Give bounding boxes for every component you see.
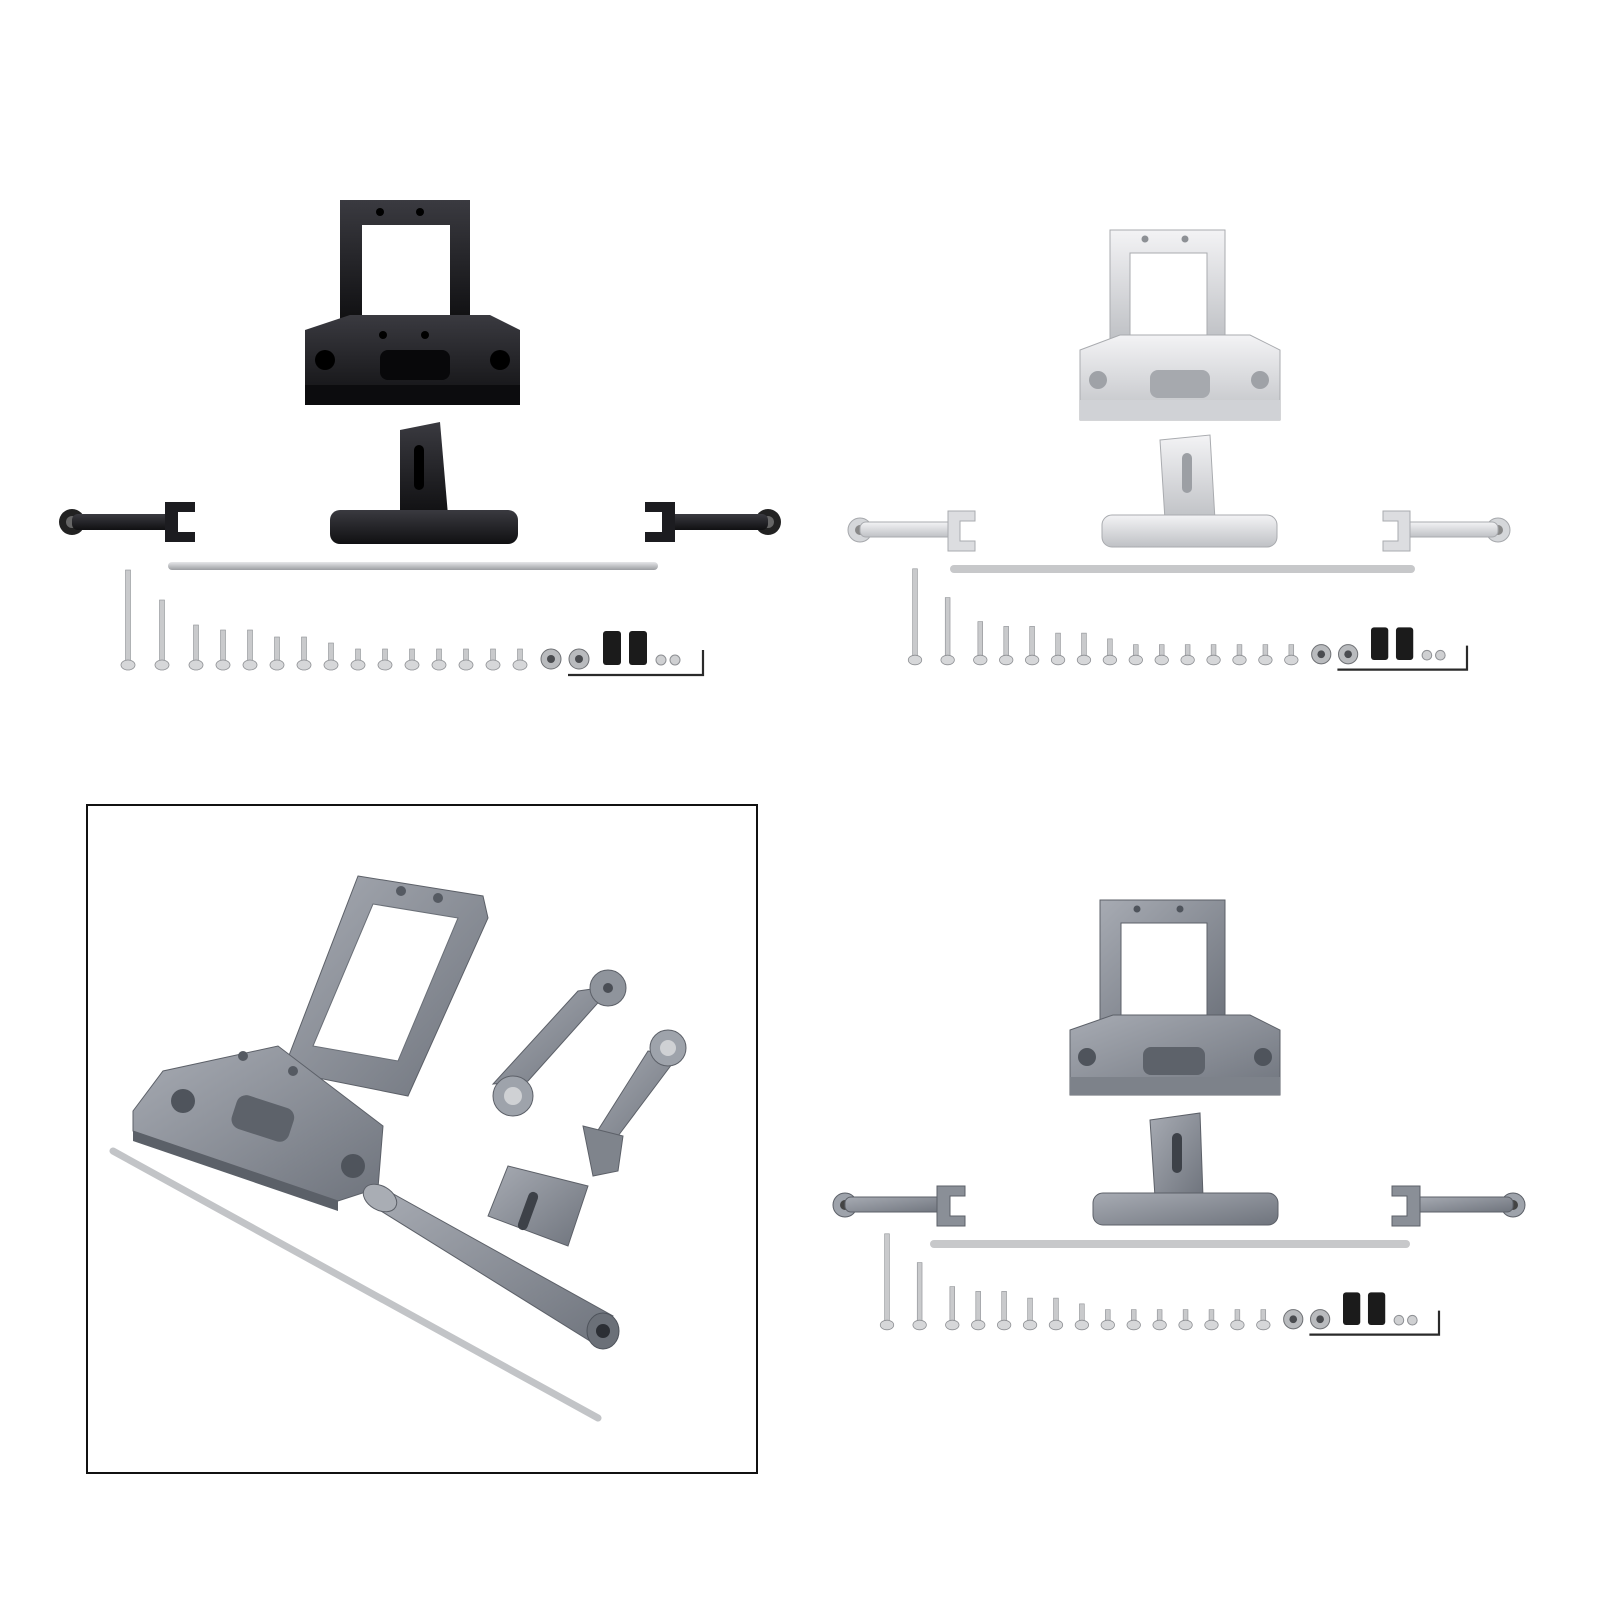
standoff: [1395, 627, 1414, 660]
set-screw: [669, 654, 681, 666]
screw: [1102, 638, 1118, 666]
steering-arm-left: [847, 510, 976, 552]
screw: [1178, 1309, 1193, 1331]
lock-nut: [1310, 1309, 1331, 1330]
screw: [154, 599, 170, 671]
screw: [269, 636, 285, 671]
titanium-steering-kit-photo: [825, 895, 1535, 1380]
screw: [1128, 644, 1143, 666]
screw: [1204, 1309, 1219, 1331]
screw-set: [879, 1233, 1441, 1336]
steering-rod: [930, 1240, 1410, 1248]
screw: [215, 629, 231, 671]
lock-nut: [540, 648, 562, 670]
lock-nut: [1283, 1309, 1304, 1330]
screw: [242, 629, 258, 671]
set-screw: [1421, 649, 1433, 661]
silver-steering-kit-photo: [840, 225, 1540, 705]
steering-t-link: [1092, 1112, 1279, 1226]
screw: [940, 597, 955, 666]
screw: [377, 648, 393, 671]
steering-arm-lower: [582, 1029, 687, 1177]
screw: [512, 648, 528, 671]
black-steering-kit-photo: [50, 190, 790, 710]
screw: [188, 624, 204, 671]
screw: [1050, 632, 1066, 666]
screw: [1258, 644, 1273, 666]
set-screw: [655, 654, 667, 666]
screw: [1256, 1309, 1271, 1331]
screw: [458, 648, 474, 671]
screw: [1126, 1309, 1141, 1331]
lock-nut: [1338, 644, 1359, 665]
set-screw: [1435, 649, 1446, 661]
set-screw: [1393, 1314, 1405, 1326]
screw: [1024, 626, 1040, 666]
steering-arm-left: [59, 502, 195, 542]
screw: [1048, 1297, 1064, 1331]
steering-t-link: [362, 1165, 620, 1350]
servo-mount-bracket: [132, 875, 489, 1211]
screw: [323, 642, 339, 671]
screw: [1154, 644, 1169, 666]
steering-arm-left: [832, 1185, 966, 1227]
steering-arm-right: [645, 502, 781, 542]
set-screw: [1407, 1314, 1418, 1326]
screw: [431, 648, 447, 671]
screw: [996, 1291, 1012, 1331]
featured-photo-frame: [86, 804, 758, 1474]
screw: [120, 569, 136, 671]
steering-arm-upper: [491, 969, 627, 1117]
steering-arm-right: [1382, 510, 1511, 552]
screw: [404, 648, 420, 671]
screw: [1180, 644, 1195, 666]
screw: [1022, 1297, 1038, 1331]
screw: [1152, 1309, 1167, 1331]
screw: [1074, 1303, 1090, 1331]
lock-nut: [568, 648, 590, 670]
screw: [1232, 644, 1247, 666]
steering-rod: [109, 1147, 602, 1422]
lock-nut: [1311, 644, 1332, 665]
screw: [907, 568, 923, 666]
steering-arm-right: [1391, 1185, 1526, 1227]
hex-wrench: [1337, 645, 1469, 671]
standoff: [1343, 1292, 1361, 1325]
screw-set: [907, 568, 1469, 671]
screw: [485, 648, 501, 671]
screw: [1230, 1309, 1245, 1331]
screw: [912, 1262, 927, 1331]
screw: [1206, 644, 1221, 666]
screw: [945, 1286, 960, 1331]
screw-set: [120, 569, 705, 677]
steering-t-link: [330, 422, 518, 544]
screw: [999, 626, 1014, 666]
standoff: [1371, 627, 1389, 660]
screw: [973, 621, 988, 666]
screw: [1100, 1309, 1115, 1331]
screw: [1076, 632, 1092, 666]
screw: [879, 1233, 895, 1331]
screw: [296, 636, 312, 671]
steering-rod: [168, 562, 658, 570]
servo-mount-bracket: [1079, 229, 1281, 421]
standoff: [603, 631, 621, 665]
hex-wrench: [1309, 1310, 1441, 1336]
standoff: [1367, 1292, 1386, 1325]
screw: [350, 648, 366, 671]
screw: [1284, 644, 1299, 666]
steering-t-link: [1101, 434, 1278, 548]
screw: [971, 1291, 986, 1331]
hex-wrench: [568, 650, 705, 677]
servo-mount-bracket: [1069, 899, 1281, 1096]
steering-rod: [950, 565, 1415, 573]
standoff: [629, 631, 647, 665]
servo-mount-bracket: [305, 200, 520, 405]
